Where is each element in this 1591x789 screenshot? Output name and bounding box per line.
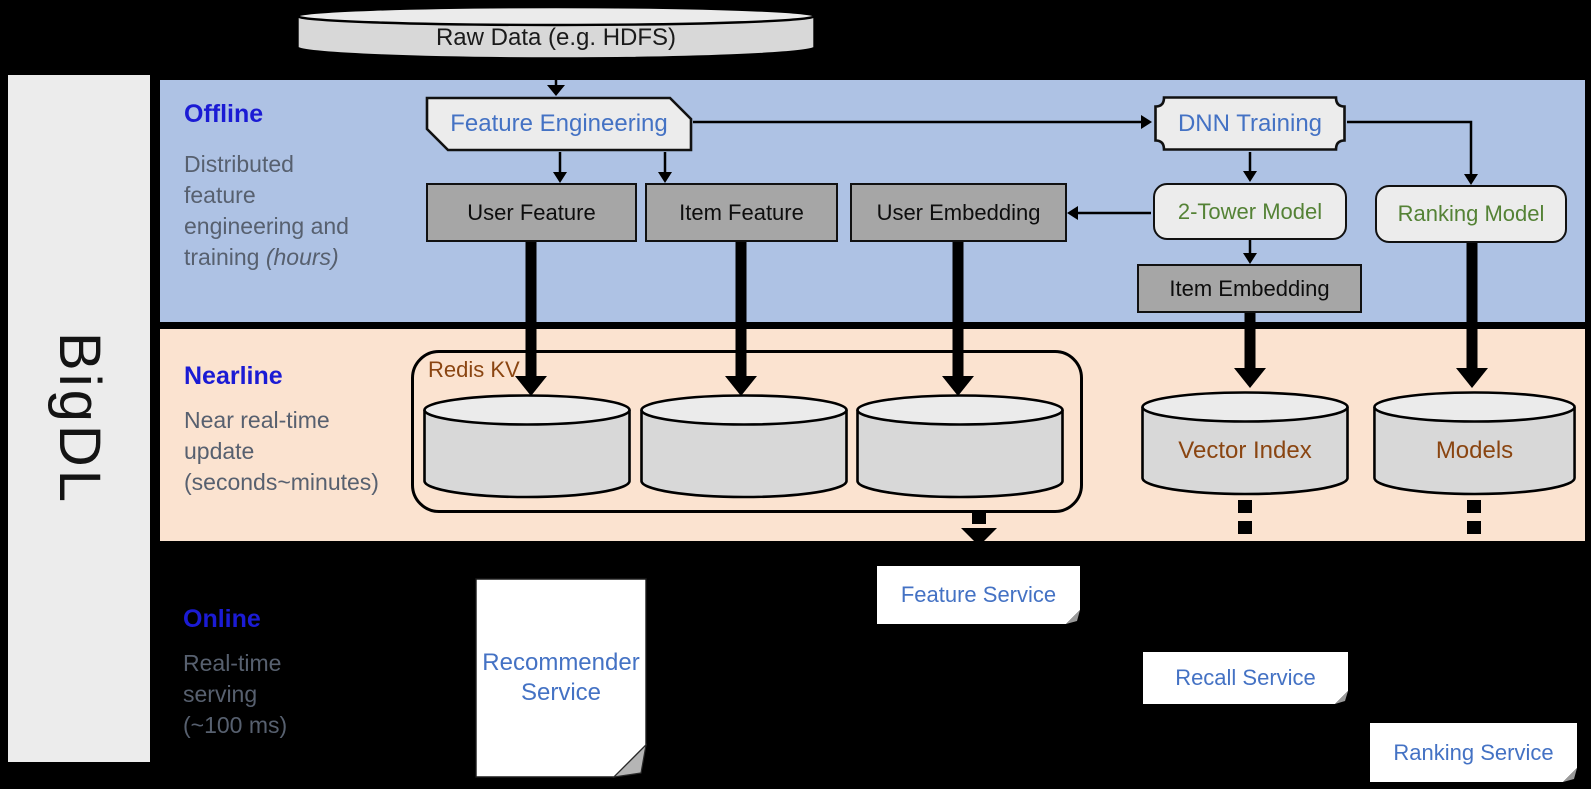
cylinder-icon <box>1373 391 1576 496</box>
offline-section-label: Offline Distributed feature engineering … <box>184 100 349 273</box>
redis-shard-cylinder-1 <box>422 393 632 500</box>
cylinder-icon <box>296 5 816 60</box>
offline-desc-line: training (hours) <box>184 244 339 270</box>
item-feature-node: Item Feature <box>645 183 838 242</box>
online-desc-line: (~100 ms) <box>183 712 288 738</box>
item-embedding-label: Item Embedding <box>1169 275 1330 301</box>
plaque-shape-icon <box>1154 96 1346 151</box>
redis-shard-cylinder-3 <box>855 393 1065 500</box>
user-embedding-node: User Embedding <box>850 183 1067 242</box>
recall-service-node: Recall Service <box>1143 652 1348 704</box>
nearline-title: Nearline <box>184 362 283 390</box>
feature-service-node: Feature Service <box>877 566 1080 624</box>
feature-service-label: Feature Service <box>900 582 1057 607</box>
user-embedding-label: User Embedding <box>876 199 1041 225</box>
user-feature-node: User Feature <box>426 183 637 242</box>
item-embedding-node: Item Embedding <box>1137 264 1362 313</box>
online-desc-line: Real-time <box>183 650 282 676</box>
two-tower-model-node: 2-Tower Model <box>1153 183 1347 240</box>
models-label: Models <box>1435 436 1514 464</box>
vector-index-store-cylinder: Vector Index <box>1140 390 1350 497</box>
online-desc-line: serving <box>183 681 258 707</box>
cylinder-icon <box>1141 391 1349 496</box>
document-shape-icon <box>475 578 647 778</box>
note-shape-icon <box>1143 652 1348 704</box>
card-shape-icon <box>425 96 693 152</box>
nearline-desc-line: (seconds~minutes) <box>184 469 379 495</box>
note-shape-icon <box>1370 723 1577 782</box>
offline-desc-line: feature <box>184 182 256 208</box>
user-feature-label: User Feature <box>467 199 596 225</box>
ranking-service-node: Ranking Service <box>1370 723 1577 782</box>
nearline-section-label: Nearline Near real-time update (seconds~… <box>184 362 379 498</box>
ranking-model-node: Ranking Model <box>1375 185 1567 243</box>
models-store-cylinder: Models <box>1372 390 1577 497</box>
item-feature-label: Item Feature <box>679 199 804 225</box>
offline-title: Offline <box>184 100 264 128</box>
nearline-desc-line: update <box>184 438 255 464</box>
dnn-training-label: DNN Training <box>1177 109 1323 137</box>
vector-index-label: Vector Index <box>1178 436 1312 464</box>
raw-data-label: Raw Data (e.g. HDFS) <box>435 23 677 51</box>
feature-engineering-node: Feature Engineering <box>425 96 693 152</box>
brand-label: BigDL <box>46 332 112 505</box>
offline-desc-line: Distributed <box>184 151 294 177</box>
redis-kv-label: Redis KV <box>428 357 520 382</box>
redis-kv-container: Redis KV <box>411 350 1083 513</box>
ranking-model-label: Ranking Model <box>1397 201 1545 226</box>
online-section-label: Online Real-time serving (~100 ms) <box>183 605 287 741</box>
redis-shard-cylinder-2 <box>639 393 849 500</box>
note-shape-icon <box>877 566 1080 624</box>
bigdl-brand-bar: BigDL <box>8 75 150 762</box>
two-tower-model-label: 2-Tower Model <box>1177 198 1323 224</box>
raw-data-store-cylinder: Raw Data (e.g. HDFS) <box>295 5 817 62</box>
cylinder-icon <box>423 394 631 499</box>
recall-service-label: Recall Service <box>1175 665 1316 690</box>
ranking-service-label: Ranking Service <box>1393 739 1554 765</box>
nearline-desc-line: Near real-time <box>184 407 330 433</box>
dnn-training-node: DNN Training <box>1153 95 1347 152</box>
cylinder-icon <box>640 394 848 499</box>
offline-desc-line: engineering and <box>184 213 349 239</box>
feature-engineering-label: Feature Engineering <box>450 110 668 137</box>
cylinder-icon <box>856 394 1064 499</box>
online-title: Online <box>183 605 261 633</box>
